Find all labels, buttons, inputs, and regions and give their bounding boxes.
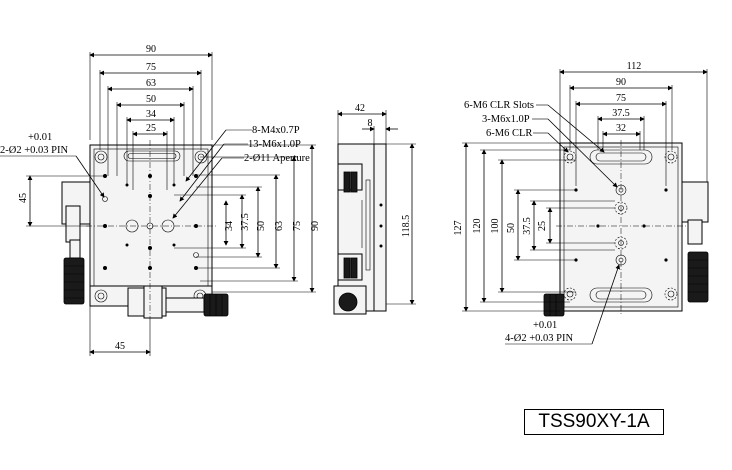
model-label: TSS90XY-1A bbox=[524, 409, 664, 435]
dim-right-6: 90 bbox=[310, 221, 321, 231]
callout-m6-clr: 6-M6 CLR bbox=[486, 128, 532, 139]
dim-left: 45 bbox=[18, 193, 29, 203]
bottom-pin-tolerance: +0.01 bbox=[533, 320, 557, 331]
dim-right-4: 63 bbox=[274, 221, 285, 231]
callout-clr-slots: 6-M6 CLR Slots bbox=[464, 100, 534, 111]
callout-m6-thread: 3-M6x1.0P bbox=[482, 114, 530, 125]
callout-m4: 8-M4x0.7P bbox=[252, 125, 300, 136]
dim-right-5: 75 bbox=[292, 221, 303, 231]
bottom-dim-top-3: 75 bbox=[616, 93, 626, 104]
dim-top-6: 25 bbox=[146, 123, 156, 134]
bottom-dim-top-1: 112 bbox=[627, 61, 642, 72]
dim-top-2: 75 bbox=[146, 62, 156, 73]
side-view: 42 8 118.5 bbox=[333, 103, 416, 315]
pin-label: 2-Ø2 +0.03 PIN bbox=[0, 145, 68, 156]
bottom-dim-left-1: 127 bbox=[453, 221, 464, 236]
callout-aperture: 2-Ø11 Aperture bbox=[244, 153, 310, 164]
bottom-view: 112 90 75 37.5 32 127 120 100 50 37.5 25… bbox=[453, 61, 709, 345]
dim-top-1: 90 bbox=[146, 44, 156, 55]
top-view: 90 75 63 50 34 25 34 37.5 50 63 75 90 45 bbox=[0, 44, 321, 356]
side-dim-top: 8 bbox=[368, 118, 373, 129]
dim-bottom: 45 bbox=[115, 341, 125, 352]
dim-top-4: 50 bbox=[146, 94, 156, 105]
callout-m6: 13-M6x1.0P bbox=[248, 139, 301, 150]
side-dim-width: 42 bbox=[355, 103, 365, 114]
bottom-dim-top-5: 32 bbox=[616, 123, 626, 134]
pin-tolerance: +0.01 bbox=[28, 132, 52, 143]
bottom-dim-top-4: 37.5 bbox=[612, 108, 630, 119]
bottom-pin-label: 4-Ø2 +0.03 PIN bbox=[505, 333, 573, 344]
dim-right-3: 50 bbox=[256, 221, 267, 231]
side-dim-height: 118.5 bbox=[401, 215, 412, 237]
bottom-dim-left-5: 37.5 bbox=[522, 217, 533, 235]
bottom-dim-left-2: 120 bbox=[472, 219, 483, 234]
dim-top-5: 34 bbox=[146, 109, 156, 120]
bottom-dim-top-2: 90 bbox=[616, 77, 626, 88]
bottom-dim-left-6: 25 bbox=[537, 221, 548, 231]
dim-top-3: 63 bbox=[146, 78, 156, 89]
dim-right-1: 34 bbox=[224, 221, 235, 231]
bottom-dim-left-4: 50 bbox=[506, 223, 517, 233]
dim-right-2: 37.5 bbox=[240, 213, 251, 231]
bottom-dim-left-3: 100 bbox=[490, 219, 501, 234]
